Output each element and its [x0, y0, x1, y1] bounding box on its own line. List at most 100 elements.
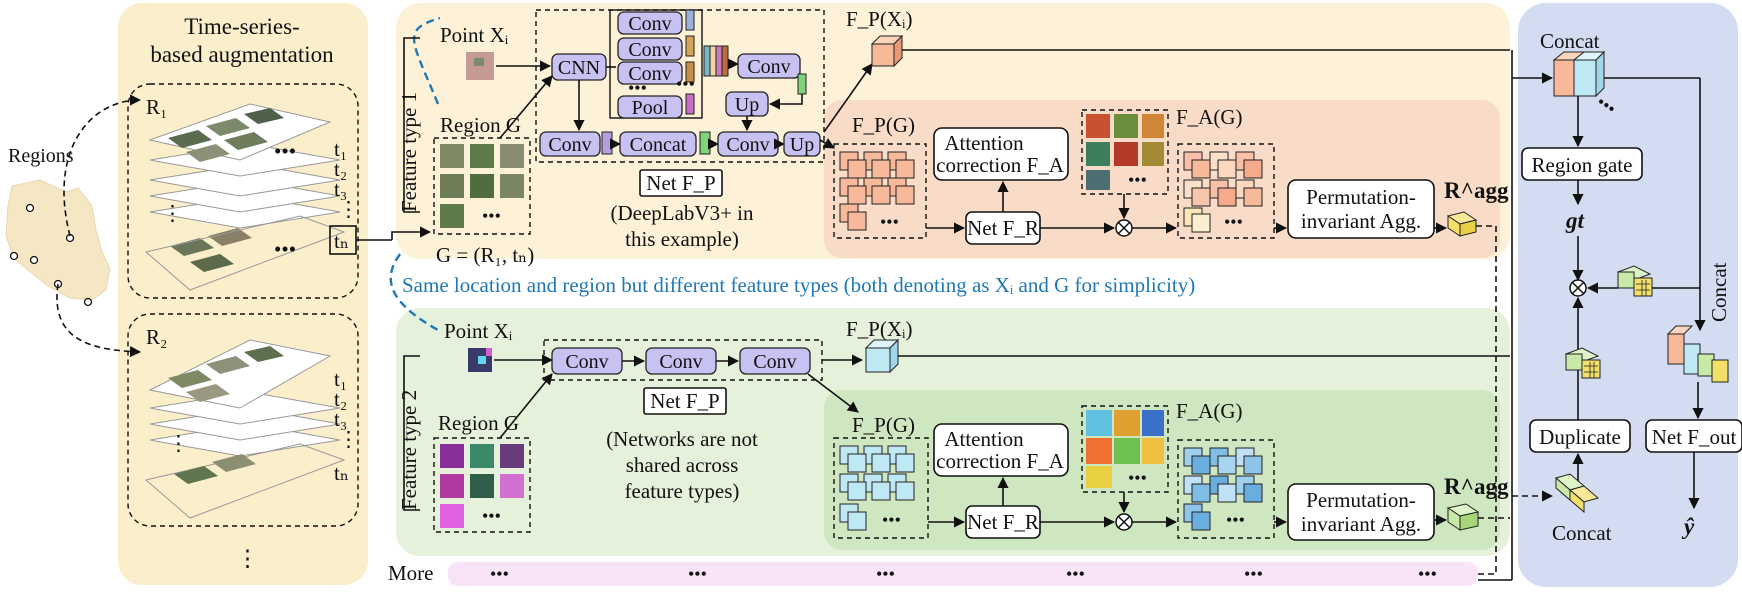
ft1-conv-3-label: Conv [628, 63, 671, 85]
r2-time-2: t₂ [334, 387, 347, 411]
ft1-attention-line1: Attention [944, 131, 1024, 155]
ft1-ragg-cube [1446, 211, 1478, 237]
region-gate-box [1521, 147, 1643, 181]
r1-ellipsis-bottom: ••• [274, 237, 296, 261]
r1-image-stack [144, 103, 346, 291]
ft1-fpg-label: F_P(G) [852, 113, 915, 137]
ft2-netfr-label: Net F_R [967, 510, 1039, 534]
ft1-fag-box [1177, 143, 1275, 239]
ft1-region-label: Region G [440, 113, 521, 137]
r1-ellipsis-top: ••• [274, 139, 296, 163]
link-ft1-dash [413, 16, 441, 105]
ft2-perm-agg-box [1287, 483, 1435, 541]
ft1-conv-1[interactable] [617, 11, 683, 35]
r2-time-1: t₁ [334, 367, 347, 391]
duplicate-box [1529, 419, 1631, 453]
ft2-perm-line1: Permutation- [1306, 488, 1416, 512]
region-point-1 [25, 203, 35, 213]
fusion-duplicate-cube [1564, 347, 1601, 379]
fusion-concat-cube-top [1552, 50, 1606, 98]
ft1-region-tiles [440, 144, 524, 228]
r1-time-3: t₃ [334, 177, 347, 201]
ft1-fpx-cube [870, 34, 904, 68]
ft1-up-2[interactable] [783, 131, 821, 157]
r1-time-n: tₙ [334, 229, 349, 253]
ft2-net-note-line1: (Networks are not [606, 427, 758, 451]
region-point-4 [29, 255, 39, 265]
gt-label: gt [1565, 208, 1585, 233]
ft1-conv-ellipsis: ••• [628, 78, 647, 98]
ft1-fpg-cubes [839, 151, 915, 231]
ft2-netfp-label-box [643, 387, 727, 415]
ft1-conv-6-label: Conv [726, 134, 769, 156]
regions-label: Regions [8, 145, 74, 167]
ft2-fag-ellipsis: ••• [1226, 510, 1245, 530]
ft2-attention-maps-box [1081, 405, 1169, 493]
ft2-attention-box [933, 423, 1069, 477]
ft2-region-to-conv [499, 373, 553, 439]
r2-image-stack [144, 339, 346, 519]
ft2-fpx-label: F_P(Xᵢ) [846, 317, 912, 341]
ft2-side-label: Feature type 2 [397, 390, 421, 510]
ft1-g-definition: G = (R₁, tₙ) [436, 243, 534, 267]
duplicate-label: Duplicate [1539, 425, 1621, 449]
ft1-net-to-fpx [823, 63, 873, 133]
ft2-fpg-ellipsis: ••• [882, 510, 901, 530]
ft1-ragg-to-fusion [1476, 225, 1497, 575]
link-ft2-dash [389, 253, 439, 332]
more-ellipsis-6: ••• [1418, 564, 1437, 584]
ft2-conv-3[interactable] [739, 347, 811, 375]
ft2-netfp-label: Net F_P [650, 389, 719, 413]
ft2-attention-ellipsis: ••• [1128, 468, 1147, 488]
ft1-fag-label: F_A(G) [1176, 105, 1243, 129]
augmentation-vdots-bottom: ⋮ [236, 546, 259, 571]
ft1-region-ellipsis: ••• [482, 206, 501, 226]
ft2-net-to-fpg [807, 373, 859, 413]
arrow-region-r1 [63, 94, 142, 237]
ft1-conv-2-label: Conv [628, 39, 671, 61]
ft1-conv4-slab [797, 73, 807, 95]
ft1-conv-5[interactable] [539, 131, 601, 157]
ft2-ragg-cube [1446, 503, 1480, 531]
ft2-net-note-line3: feature types) [625, 479, 740, 503]
ft2-point-label: Point Xᵢ [444, 319, 513, 343]
ft1-conv5-slab [601, 131, 613, 155]
ft2-region-label: Region G [438, 411, 519, 435]
ft1-conv-1-label: Conv [628, 13, 671, 35]
ft1-pool[interactable] [617, 95, 683, 119]
ft2-net-note-line2: shared across [626, 453, 739, 477]
region-gate-label: Region gate [1532, 153, 1633, 177]
fusion-bottom-concat-cube [1554, 473, 1600, 514]
ft1-conv-3[interactable] [617, 61, 683, 85]
ft2-fag-label: F_A(G) [1176, 399, 1243, 423]
more-ellipsis-3: ••• [876, 564, 895, 584]
r1-vdots: ⋮ [162, 201, 183, 225]
fusion-concat-side: Concat [1707, 262, 1731, 322]
ft1-attention-maps [1086, 114, 1164, 190]
ft1-netfr-label: Net F_R [967, 216, 1039, 240]
r2-time-n: tₙ [334, 461, 349, 485]
tn-to-ft1-arrow [391, 226, 432, 240]
region-point-6 [83, 297, 93, 307]
net-fout-label: Net F_out [1652, 425, 1737, 449]
ft1-fpx-label: F_P(Xᵢ) [846, 7, 912, 31]
ft2-region-ellipsis: ••• [482, 506, 501, 526]
ft2-fpg-cubes [839, 445, 915, 531]
ft1-concat-block[interactable] [619, 131, 697, 157]
ft2-attention-maps [1086, 410, 1164, 488]
r1-time-1: t₁ [334, 137, 347, 161]
region-point-3 [9, 251, 19, 261]
ft1-conv-4[interactable] [737, 53, 801, 79]
more-ellipsis-1: ••• [490, 564, 509, 584]
ft1-netfp-label-box [639, 169, 723, 197]
ft1-conv-2[interactable] [617, 37, 683, 61]
ft2-region-tiles [440, 444, 524, 528]
ft1-perm-agg-box [1287, 179, 1435, 239]
r2-stack-box [127, 313, 359, 527]
fusion-output-cube [1666, 325, 1729, 383]
fusion-concat-bottom: Concat [1552, 521, 1612, 545]
ft1-attention-ellipsis: ••• [1128, 170, 1147, 190]
ft1-up-1-label: Up [735, 94, 759, 116]
ft1-region-to-cnn [499, 75, 553, 139]
